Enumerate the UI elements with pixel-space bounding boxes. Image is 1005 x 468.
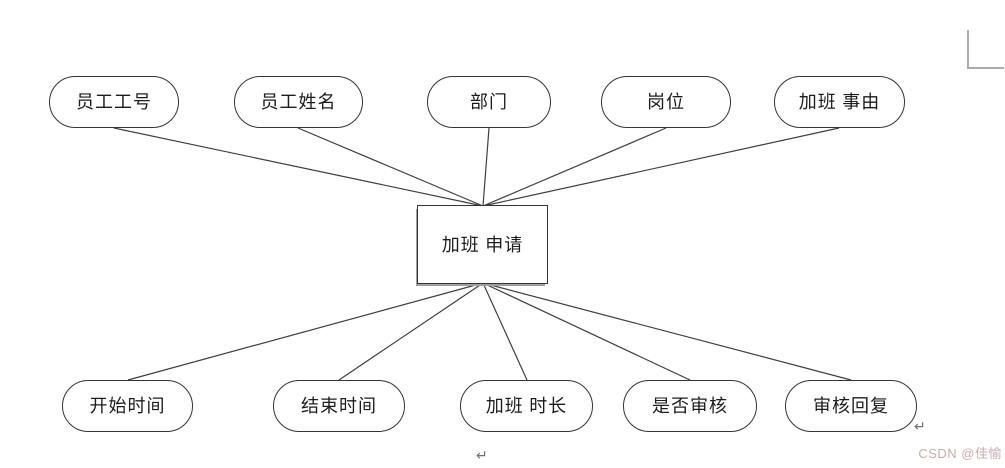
attribute-node-department: 部门 — [427, 76, 551, 128]
attribute-node-employee-name: 员工姓名 — [234, 76, 363, 128]
attribute-node-employee-id: 员工工号 — [49, 76, 179, 128]
attribute-label: 加班 事由 — [798, 92, 881, 112]
attribute-node-review-status: 是否审核 — [623, 380, 757, 432]
attribute-label: 开始时间 — [89, 396, 166, 416]
attribute-label: 部门 — [470, 92, 508, 112]
csdn-watermark: CSDN @佳愉 — [918, 446, 1002, 461]
attribute-node-review-reply: 审核回复 — [785, 380, 917, 432]
attribute-label: 员工姓名 — [260, 92, 337, 112]
attribute-label: 是否审核 — [652, 396, 728, 416]
attribute-node-overtime-duration: 加班 时长 — [460, 380, 593, 432]
attribute-label: 结束时间 — [301, 396, 377, 416]
attribute-node-position: 岗位 — [601, 76, 731, 128]
entity-label: 加班 申请 — [441, 234, 524, 255]
entity-node-overtime-application: 加班 申请 — [417, 205, 548, 284]
attribute-label: 员工工号 — [76, 92, 152, 112]
attribute-label: 加班 时长 — [485, 396, 568, 416]
paragraph-return-mark: ↵ — [914, 419, 926, 435]
attribute-node-overtime-reason: 加班 事由 — [774, 76, 905, 128]
attribute-label: 审核回复 — [813, 396, 889, 416]
paragraph-return-mark: ↵ — [476, 448, 488, 464]
text-boundary-corner-mark — [967, 30, 1004, 69]
attribute-node-start-time: 开始时间 — [62, 380, 193, 432]
attribute-node-end-time: 结束时间 — [273, 380, 405, 432]
attribute-label: 岗位 — [647, 92, 685, 112]
